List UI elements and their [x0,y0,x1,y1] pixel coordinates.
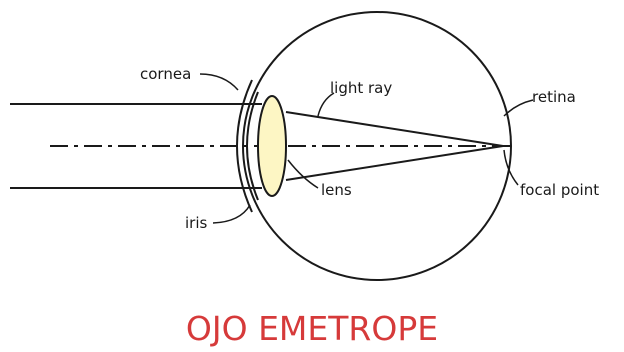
converging-ray-top [285,111,504,147]
retina-leader [503,99,534,117]
lens-leader [287,159,319,189]
diagram-title: OJO EMETROPE [186,309,438,348]
cornea-leader [199,73,239,91]
eyeball-outline [242,11,512,281]
light-ray-label: light ray [330,79,392,97]
cornea-label: cornea [140,65,191,83]
focal-point-leader [503,149,519,186]
light-ray-leader [317,92,335,117]
iris-leader [212,204,251,224]
converging-ray-bottom [285,145,504,181]
iris-label: iris [185,214,208,232]
lens-shape [257,95,287,197]
retina-label: retina [532,88,576,106]
focal-point-label: focal point [520,181,599,199]
lens-label: lens [321,181,352,199]
